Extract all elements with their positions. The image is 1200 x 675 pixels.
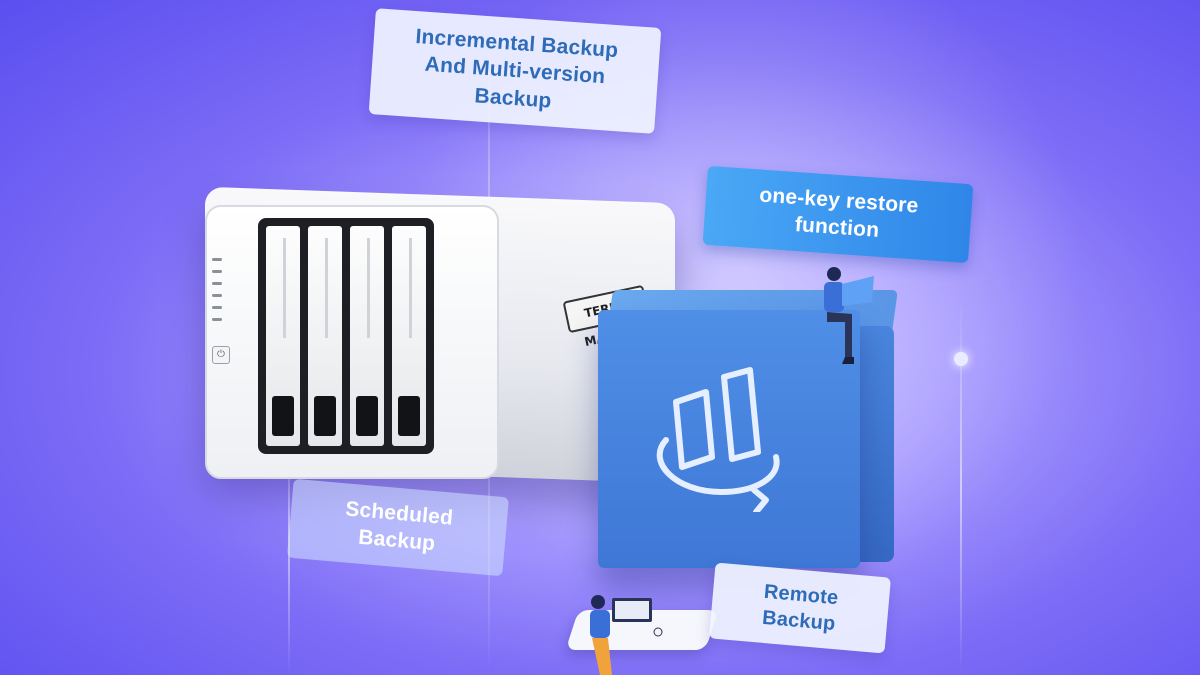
tag-incremental-backup: Incremental Backup And Multi-version Bac… bbox=[368, 8, 662, 134]
person-reading-icon bbox=[824, 267, 874, 364]
drive-bay bbox=[266, 226, 300, 446]
drive-bay bbox=[350, 226, 384, 446]
node-dot bbox=[954, 352, 968, 366]
drive-bay bbox=[308, 226, 342, 446]
person-at-computer-icon bbox=[590, 595, 663, 675]
drive-bays bbox=[258, 218, 434, 454]
power-icon: ⏻ bbox=[212, 346, 230, 364]
tag-remote-backup: Remote Backup bbox=[709, 562, 891, 654]
nas-status-leds bbox=[212, 258, 230, 321]
cube-side-face bbox=[858, 326, 894, 562]
drive-bay bbox=[392, 226, 426, 446]
restore-icon bbox=[656, 367, 780, 512]
vertical-line-2 bbox=[960, 300, 962, 675]
